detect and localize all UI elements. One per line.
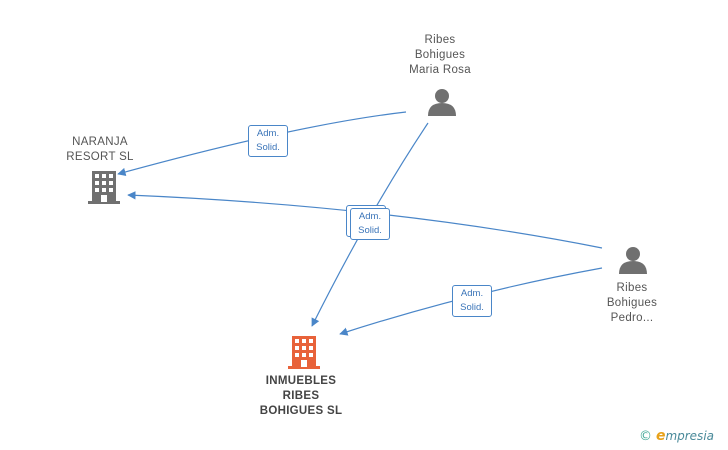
company-inmuebles-label[interactable]: INMUEBLES RIBES BOHIGUES SL — [259, 375, 343, 417]
building-icon — [88, 171, 120, 204]
edge-tag-maria-rosa-naranja[interactable]: Adm. Solid. — [248, 125, 288, 157]
person-icon — [428, 89, 456, 116]
copyright-icon: © — [638, 429, 652, 444]
brand-name: mpresia — [665, 429, 714, 443]
person-maria-rosa-label[interactable]: Ribes Bohigues Maria Rosa — [409, 34, 471, 76]
brand-initial: e — [655, 428, 666, 444]
company-naranja-label[interactable]: NARANJA RESORT SL — [66, 136, 134, 163]
building-main-icon — [288, 336, 320, 369]
edge-tag-pedro-inmuebles[interactable]: Adm. Solid. — [452, 285, 492, 317]
person-icon — [619, 247, 647, 274]
empresia-watermark: ©empresia — [639, 428, 714, 444]
edge-tag-maria-rosa-inmuebles[interactable]: Adm. Solid. — [350, 208, 390, 240]
person-pedro-label[interactable]: Ribes Bohigues Pedro... — [606, 282, 658, 324]
